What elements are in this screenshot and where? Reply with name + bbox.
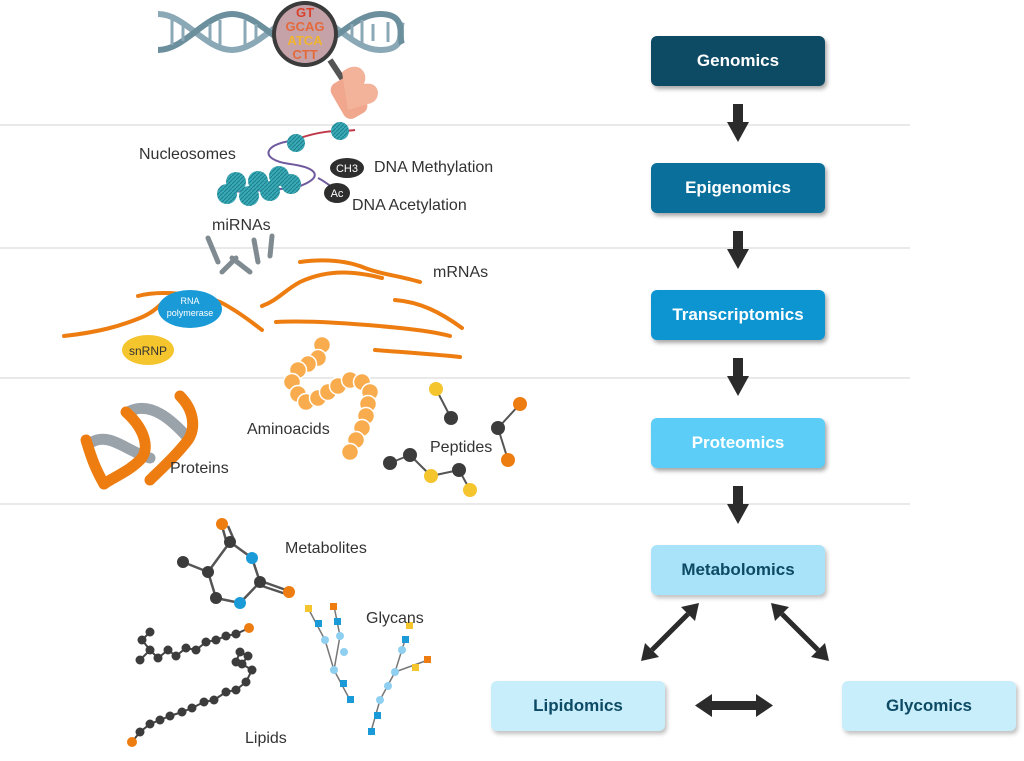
- snrnp-label: snRNP: [129, 344, 167, 358]
- arrow-down-3: [727, 358, 749, 396]
- lipidomics-box: Lipidomics: [491, 681, 665, 731]
- epigenomics-box: Epigenomics: [651, 163, 825, 213]
- protein-helix-icon: [80, 390, 199, 490]
- rna-polymerase-icon: RNA polymerase: [158, 290, 222, 328]
- nucleosome-icon: [217, 122, 356, 206]
- metabolite-molecule-icon: [177, 518, 295, 609]
- rna-polymerase-label-1: RNA: [180, 296, 199, 306]
- lipid-chain-icon: [127, 623, 257, 747]
- arrow-down-2: [727, 231, 749, 269]
- aminoacids-label: Aminoacids: [247, 421, 330, 438]
- dna-letters: GT GCAG ATCA CTT: [286, 5, 325, 62]
- dna-letters-row-4: CTT: [292, 47, 317, 62]
- mirna-icon: [205, 233, 275, 275]
- genomics-box: Genomics: [651, 36, 825, 86]
- ch3-tag: CH3: [330, 158, 364, 178]
- metabolites-label: Metabolites: [285, 540, 367, 557]
- glycan-icon: [305, 603, 431, 736]
- section-dividers: [0, 124, 910, 505]
- snrnp-icon: snRNP: [122, 335, 174, 365]
- aminoacid-chain-icon: [282, 335, 380, 462]
- peptide-molecule-icon: [383, 382, 527, 497]
- glycomics-box: Glycomics: [842, 681, 1016, 731]
- dna-letters-row-3: ATCA: [287, 33, 323, 48]
- glycans-label: Glycans: [366, 610, 424, 627]
- arrow-metabolomics-glycomics: [771, 603, 829, 661]
- arrow-lipidomics-glycomics: [695, 694, 773, 717]
- lipids-label: Lipids: [245, 730, 287, 747]
- dna-methylation-label: DNA Methylation: [374, 159, 494, 176]
- peptides-label: Peptides: [430, 439, 493, 456]
- metabolomics-box: Metabolomics: [651, 545, 825, 595]
- ac-label: Ac: [331, 188, 344, 200]
- aminoacid-bead: [340, 442, 360, 462]
- mrna-strands: [62, 258, 464, 359]
- dna-letters-row-2: GCAG: [286, 19, 325, 34]
- arrow-down-1: [727, 104, 749, 142]
- flow-arrows: [727, 104, 749, 524]
- mirnas-label: miRNAs: [212, 217, 271, 234]
- arrow-metabolomics-lipidomics: [641, 603, 699, 661]
- arrow-down-4: [727, 486, 749, 524]
- dna-letters-row-1: GT: [296, 5, 314, 20]
- transcriptomics-box: Transcriptomics: [651, 290, 825, 340]
- dna-acetylation-label: DNA Acetylation: [352, 197, 467, 214]
- rna-polymerase-label-2: polymerase: [167, 308, 214, 318]
- proteins-label: Proteins: [170, 460, 229, 477]
- ac-tag: Ac: [324, 183, 350, 203]
- proteomics-box: Proteomics: [651, 418, 825, 468]
- mrnas-label: mRNAs: [433, 264, 489, 281]
- ch3-label: CH3: [336, 163, 358, 175]
- magnifying-glass-icon: GT GCAG ATCA CTT: [272, 1, 378, 119]
- nucleosomes-label: Nucleosomes: [139, 146, 236, 163]
